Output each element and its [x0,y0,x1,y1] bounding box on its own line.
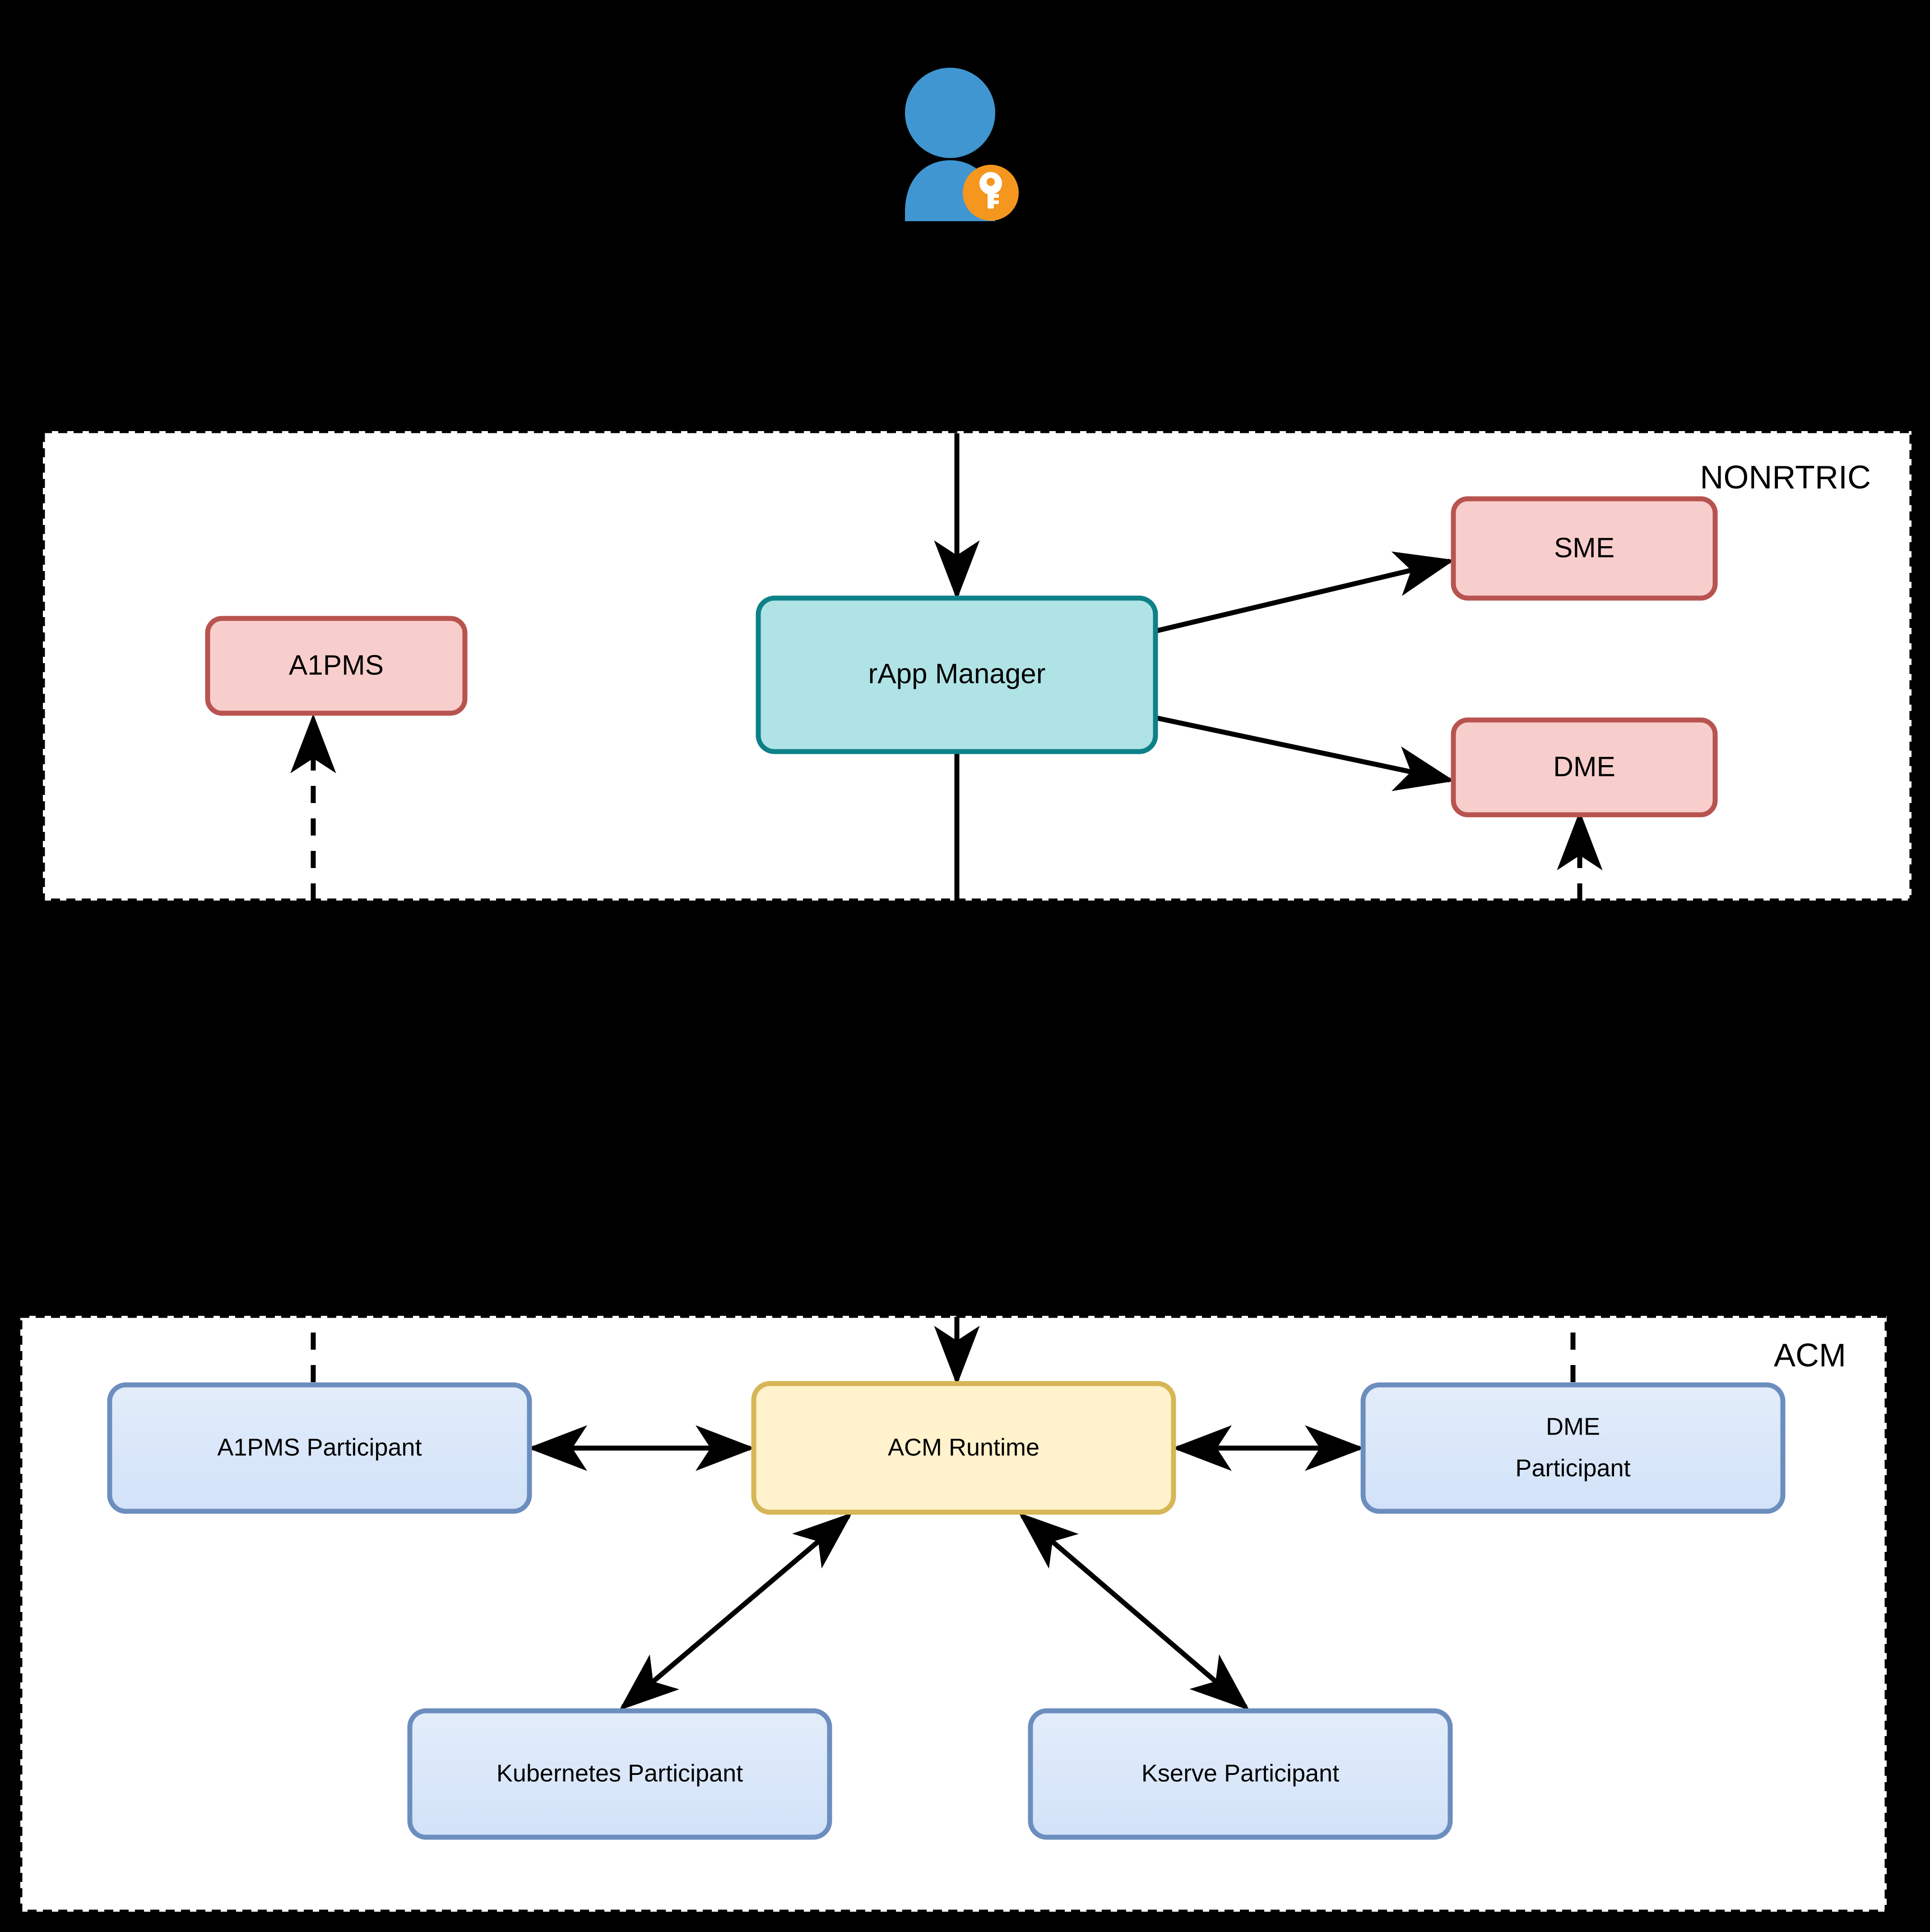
user-head-icon [905,68,995,158]
node-rapp-manager[interactable]: rApp Manager [756,595,1158,754]
edge-rapp-manager-to-dme [1155,715,1455,791]
node-dme-participant-label-line2: Participant [1515,1454,1630,1482]
edge-acm-runtime-kserve-participant [1018,1512,1250,1711]
node-rapp-manager-box[interactable] [756,595,1158,754]
node-a1pms-label: A1PMS [289,650,384,681]
zone-nonrtric-label: NONRTRIC [1700,460,1871,496]
node-kserve-participant-label: Kserve Participant [1141,1760,1339,1787]
node-a1pms-box[interactable] [205,616,468,716]
node-a1pms-participant-box[interactable] [107,1382,532,1514]
node-kubernetes-participant[interactable]: Kubernetes Participant [407,1708,832,1840]
node-dme-participant[interactable]: DME Participant [1360,1382,1786,1514]
edge-rapp-manager-to-sme [1155,551,1455,634]
node-kubernetes-participant-label: Kubernetes Participant [496,1760,743,1787]
node-a1pms-participant-label: A1PMS Participant [217,1434,422,1461]
node-a1pms[interactable]: A1PMS [205,616,468,716]
node-acm-runtime-label: ACM Runtime [888,1434,1039,1461]
node-dme-label: DME [1553,751,1615,782]
node-kserve-participant[interactable]: Kserve Participant [1028,1708,1453,1840]
node-kubernetes-participant-box[interactable] [407,1708,832,1840]
node-sme-box[interactable] [1451,496,1718,601]
node-dme-box[interactable] [1451,717,1718,817]
node-sme-label: SME [1554,532,1615,563]
node-acm-runtime-box[interactable] [751,1381,1176,1515]
node-kserve-participant-box[interactable] [1028,1708,1453,1840]
node-dme[interactable]: DME [1451,717,1718,817]
zone-acm-label: ACM [1774,1338,1846,1374]
node-dme-participant-box[interactable] [1360,1382,1786,1514]
node-acm-runtime[interactable]: ACM Runtime [751,1381,1176,1515]
edge-acm-runtime-kubernetes-participant [619,1512,853,1711]
node-rapp-manager-label: rApp Manager [868,658,1046,689]
node-dme-participant-label-line1: DME [1546,1413,1600,1440]
user-with-key-icon [905,68,1019,221]
key-hole-icon [987,178,995,186]
node-sme[interactable]: SME [1451,496,1718,601]
node-a1pms-participant[interactable]: A1PMS Participant [107,1382,532,1514]
